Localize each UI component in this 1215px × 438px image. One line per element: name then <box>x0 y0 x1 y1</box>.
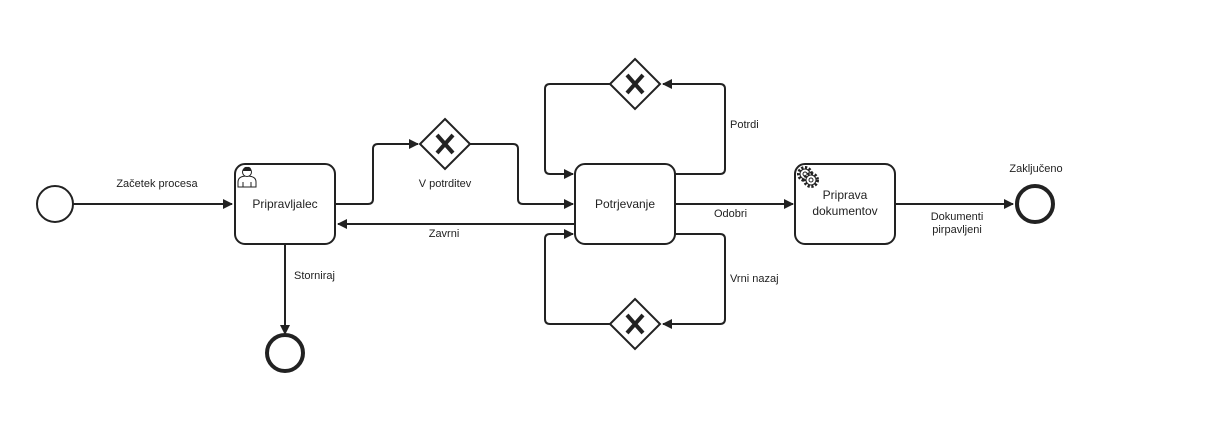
flow-label-vrni-nazaj: Vrni nazaj <box>730 273 779 285</box>
flow-vrni-nazaj-back[interactable] <box>544 229 610 325</box>
gateway-v-potrditev[interactable] <box>418 117 472 171</box>
flow-label-zacetek-procesa: Začetek procesa <box>116 178 198 190</box>
flow-label-storniraj: Storniraj <box>294 270 335 282</box>
gear-icon <box>797 166 819 188</box>
task-potrjevanje-label: Potrjevanje <box>595 197 655 211</box>
flow-label-zavrni: Zavrni <box>429 228 460 240</box>
task-pripravljalec[interactable]: Pripravljalec <box>234 163 336 245</box>
end-event-cancel[interactable] <box>265 333 305 373</box>
task-potrjevanje[interactable]: Potrjevanje <box>574 163 676 245</box>
gateway-top[interactable] <box>608 57 662 111</box>
x-marker-icon <box>625 73 645 95</box>
flow-label-pirpavljeni: pirpavljeni <box>932 224 982 236</box>
x-marker-icon <box>625 313 645 335</box>
flow-label-dokumenti: Dokumenti <box>931 211 984 223</box>
gateway-v-potrditev-label: V potrditev <box>419 178 472 190</box>
flow-potrdi-out[interactable] <box>662 79 726 175</box>
start-event[interactable] <box>36 185 74 223</box>
task-priprava-label-line1: Priprava <box>823 188 868 202</box>
flow-pripravljalec-to-gateway[interactable] <box>335 139 419 205</box>
flow-label-potrdi: Potrdi <box>730 119 759 131</box>
task-priprava-dokumentov[interactable]: Priprava dokumentov <box>794 163 896 245</box>
flow-vrni-nazaj-out[interactable] <box>662 233 726 329</box>
user-icon <box>237 166 257 188</box>
flow-gateway-to-potrjevanje[interactable] <box>470 143 574 209</box>
end-event-done[interactable] <box>1015 184 1055 224</box>
end-event-done-label: Zaključeno <box>1009 163 1062 175</box>
flow-potrdi-back[interactable] <box>544 83 610 179</box>
gateway-bottom[interactable] <box>608 297 662 351</box>
task-pripravljalec-label: Pripravljalec <box>252 197 317 211</box>
task-priprava-label-line2: dokumentov <box>812 204 877 218</box>
x-marker-icon <box>435 133 455 155</box>
flow-label-odobri: Odobri <box>714 208 747 220</box>
